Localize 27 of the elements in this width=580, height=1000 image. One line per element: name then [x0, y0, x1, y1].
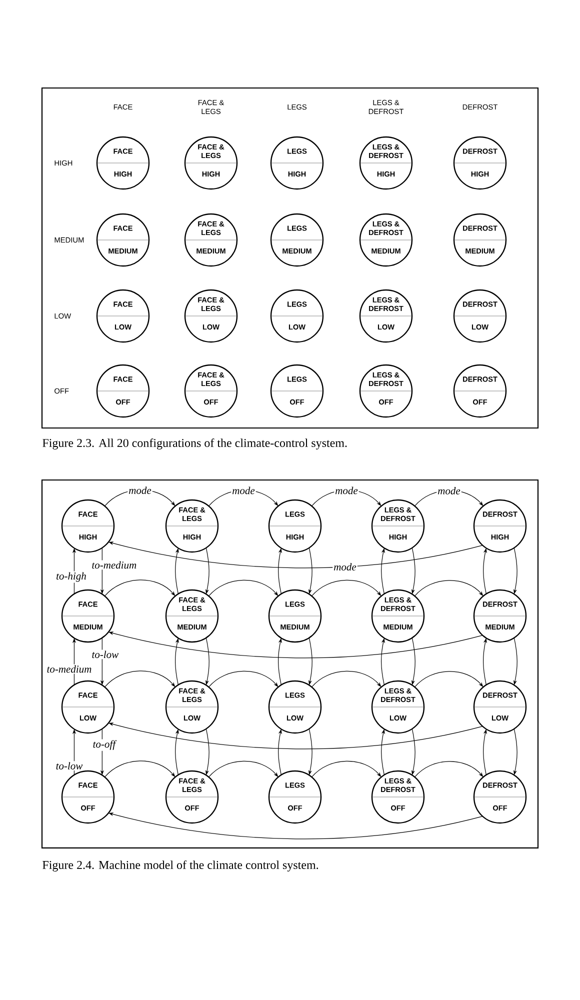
arrow [104, 760, 176, 778]
edge-label: to-medium [90, 560, 138, 570]
edge-label: mode [231, 486, 256, 496]
edge-label: to-off [92, 739, 117, 751]
arrow [208, 760, 278, 778]
arrow [208, 670, 278, 688]
edge-label: to-low [54, 761, 84, 770]
arrow [414, 671, 484, 688]
figure-frame [41, 479, 539, 849]
figure-caption: Figure 2.3. All 20 configurations of the climate-control system. [42, 438, 347, 450]
arrow [104, 670, 176, 688]
figure-frame [41, 87, 539, 429]
arrow [311, 760, 382, 778]
arrow [414, 580, 484, 596]
edge-label: mode [436, 486, 462, 496]
edge-label: mode [128, 486, 152, 495]
edge-label: to-high [55, 571, 88, 583]
arrow [311, 670, 382, 688]
arrow [104, 580, 176, 596]
arrow [414, 761, 484, 778]
arrow [311, 580, 382, 596]
edge-label: to-low [90, 650, 120, 660]
figure-caption: Figure 2.4. Machine model of the climate control system. [42, 860, 318, 872]
edge-label: to-medium [46, 664, 93, 674]
edge-label: mode [334, 486, 359, 496]
edge-label: mode [332, 562, 358, 572]
arrow [208, 580, 278, 596]
